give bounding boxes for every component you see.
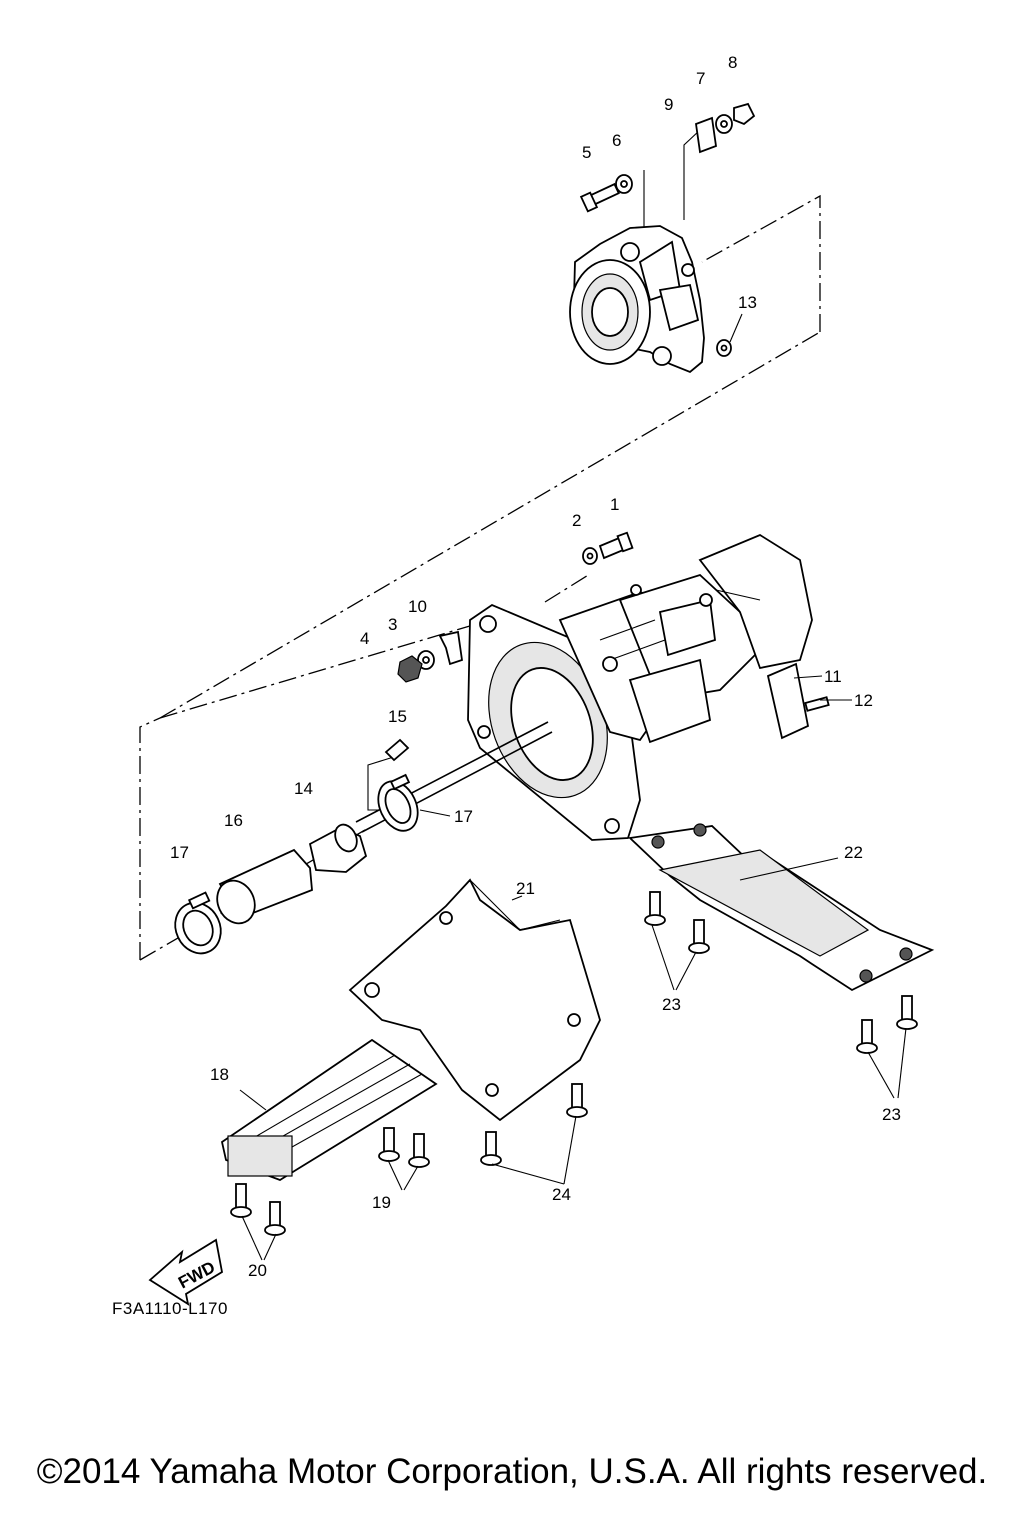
ride-plate: [628, 823, 935, 992]
callout-13: 13: [738, 293, 757, 312]
callout-8: 8: [728, 53, 737, 72]
jet-pump-assembly: [467, 533, 813, 841]
callout-23b: 23: [882, 1105, 901, 1124]
copyright-notice: ©2014 Yamaha Motor Corporation, U.S.A. A…: [36, 1452, 988, 1491]
callout-3: 3: [388, 615, 397, 634]
intake-duct: [348, 878, 601, 1122]
callout-6: 6: [612, 131, 621, 150]
callout-20: 20: [248, 1261, 267, 1280]
callout-labels: 1 2 3 4 5 6 7 8 9 10 11 12 13 14 15 16 1…: [170, 53, 901, 1280]
callout-17b: 17: [170, 843, 189, 862]
callout-24: 24: [552, 1185, 571, 1204]
callout-1: 1: [610, 495, 619, 514]
callout-21: 21: [516, 879, 535, 898]
callout-19: 19: [372, 1193, 391, 1212]
callout-9: 9: [664, 95, 673, 114]
callout-23a: 23: [662, 995, 681, 1014]
callout-10: 10: [408, 597, 427, 616]
sleeve-and-clamps: [174, 773, 419, 955]
callout-22: 22: [844, 843, 863, 862]
fwd-arrow: FWD: [148, 1238, 223, 1306]
callout-4: 4: [360, 629, 369, 648]
reference-code: F3A1110-L170: [112, 1299, 228, 1318]
callout-16: 16: [224, 811, 243, 830]
upper-housing: [569, 225, 705, 374]
callout-2: 2: [572, 511, 581, 530]
callout-17a: 17: [454, 807, 473, 826]
mid-fasteners: [384, 531, 830, 762]
callout-12: 12: [854, 691, 873, 710]
leader-lines: [239, 313, 907, 1261]
callout-15: 15: [388, 707, 407, 726]
callout-14: 14: [294, 779, 313, 798]
callout-11: 11: [824, 667, 842, 686]
callout-18: 18: [210, 1065, 229, 1084]
top-fasteners: [579, 102, 756, 357]
callout-7: 7: [696, 69, 705, 88]
intake-grate: [220, 1038, 438, 1181]
callout-5: 5: [582, 143, 591, 162]
